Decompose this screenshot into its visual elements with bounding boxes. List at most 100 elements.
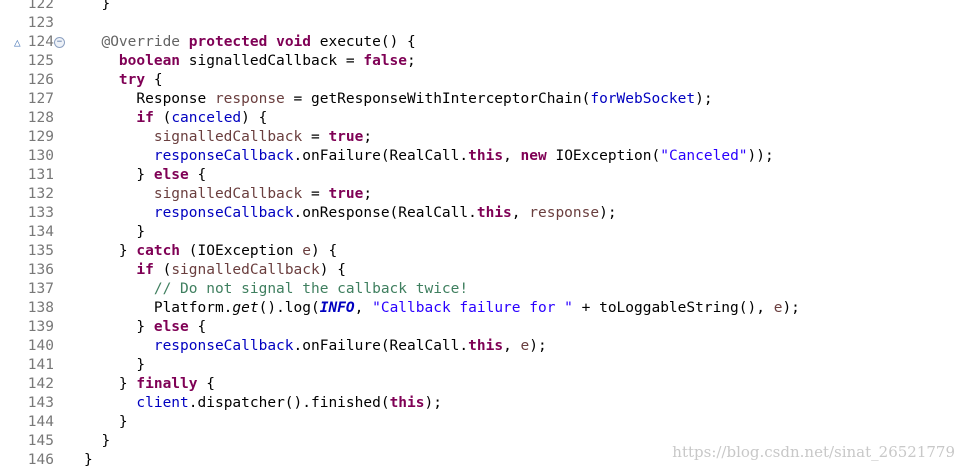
code-line[interactable]: 128 if (canceled) { <box>0 109 967 128</box>
code-token: } <box>84 414 128 430</box>
code-token: finally <box>136 376 198 392</box>
code-line[interactable]: 142 } finally { <box>0 375 967 394</box>
code-token: { <box>188 167 207 183</box>
line-number: 130 <box>27 148 54 164</box>
code-line[interactable]: 144 } <box>0 413 967 432</box>
line-number: 126 <box>27 72 54 88</box>
code-token <box>84 148 154 164</box>
code-token: ; <box>407 53 416 69</box>
code-token: } <box>84 167 154 183</box>
code-line[interactable]: 143 client.dispatcher().finished(this); <box>0 394 967 413</box>
code-token <box>84 34 101 50</box>
code-token: signalledCallback <box>171 262 320 278</box>
code-text: } <box>84 451 93 470</box>
code-line[interactable]: 126 try { <box>0 71 967 90</box>
line-number: 122 <box>27 0 54 12</box>
code-token: if <box>136 262 154 278</box>
code-token <box>84 205 154 221</box>
code-token: ); <box>695 91 713 107</box>
line-number: 128 <box>27 110 54 126</box>
code-line[interactable]: 138 Platform.get().log(INFO, "Callback f… <box>0 299 967 318</box>
code-token: , <box>354 300 373 316</box>
code-token: e <box>773 300 783 316</box>
code-token: boolean <box>118 53 181 69</box>
code-token: Response <box>84 91 215 107</box>
code-text: } <box>84 356 145 375</box>
line-number: 137 <box>27 281 54 297</box>
code-line[interactable]: 131 } else { <box>0 166 967 185</box>
code-line[interactable]: 135 } catch (IOException e) { <box>0 242 967 261</box>
code-token <box>84 395 136 411</box>
code-token <box>84 72 119 88</box>
code-text: } <box>84 0 110 14</box>
code-token: } <box>84 0 111 12</box>
code-text: if (signalledCallback) { <box>84 261 346 280</box>
code-token: } <box>84 243 137 259</box>
code-token: } <box>84 319 154 335</box>
code-token <box>84 129 154 145</box>
code-token: ); <box>599 205 617 221</box>
code-token: ; <box>363 129 373 145</box>
code-token: void <box>276 34 312 50</box>
code-line[interactable]: 134 } <box>0 223 967 242</box>
code-token: , <box>511 205 530 221</box>
fold-collapse-icon[interactable]: − <box>54 37 65 48</box>
code-line[interactable]: 122 } <box>0 0 967 14</box>
code-token: if <box>136 110 154 126</box>
code-token: = getResponseWithInterceptorChain( <box>284 91 591 107</box>
code-token: signalledCallback <box>153 129 303 145</box>
code-token: )); <box>747 148 774 164</box>
line-number: 145 <box>27 433 54 449</box>
code-line[interactable]: 136 if (signalledCallback) { <box>0 261 967 280</box>
line-number: 124 <box>27 34 54 50</box>
code-line[interactable]: 130 responseCallback.onFailure(RealCall.… <box>0 147 967 166</box>
code-token: signalledCallback = <box>180 53 364 69</box>
code-line[interactable]: 141 } <box>0 356 967 375</box>
code-line[interactable]: 127 Response response = getResponseWithI… <box>0 90 967 109</box>
line-number: 142 <box>27 376 54 392</box>
code-text: signalledCallback = true; <box>84 185 372 204</box>
code-token: this <box>468 148 504 164</box>
code-text: } else { <box>84 318 206 337</box>
code-token: responseCallback <box>153 338 294 354</box>
code-line[interactable]: 145 } <box>0 432 967 451</box>
code-token: } <box>84 452 93 468</box>
code-token: (IOException <box>180 243 303 259</box>
line-number: 140 <box>27 338 54 354</box>
code-token: this <box>468 338 504 354</box>
code-line[interactable]: 137 // Do not signal the callback twice! <box>0 280 967 299</box>
code-token: } <box>84 224 146 240</box>
code-token: .onResponse(RealCall. <box>293 205 477 221</box>
code-line[interactable]: 146} <box>0 451 967 470</box>
code-line[interactable]: 133 responseCallback.onResponse(RealCall… <box>0 204 967 223</box>
code-text: } <box>84 413 128 432</box>
line-number: 127 <box>27 91 54 107</box>
code-text: } else { <box>84 166 206 185</box>
line-number: 123 <box>27 15 54 31</box>
code-text: } <box>84 432 110 451</box>
code-token: e <box>302 243 311 259</box>
code-token: "Canceled" <box>660 148 748 164</box>
code-token: ; <box>363 186 373 202</box>
code-text: responseCallback.onResponse(RealCall.thi… <box>84 204 617 223</box>
code-token: Platform. <box>84 300 233 316</box>
code-line[interactable]: 125 boolean signalledCallback = false; <box>0 52 967 71</box>
code-line[interactable]: 123 <box>0 14 967 33</box>
code-text: Platform.get().log(INFO, "Callback failu… <box>84 299 800 318</box>
code-token: else <box>153 319 189 335</box>
line-number: 131 <box>27 167 54 183</box>
code-line[interactable]: 132 signalledCallback = true; <box>0 185 967 204</box>
code-text: boolean signalledCallback = false; <box>84 52 416 71</box>
code-line[interactable]: 140 responseCallback.onFailure(RealCall.… <box>0 337 967 356</box>
code-text: // Do not signal the callback twice! <box>84 280 468 299</box>
code-token: = <box>302 129 329 145</box>
code-line[interactable]: 129 signalledCallback = true; <box>0 128 967 147</box>
code-line[interactable]: 139 } else { <box>0 318 967 337</box>
code-line[interactable]: 124△− @Override protected void execute()… <box>0 33 967 52</box>
code-token <box>84 338 154 354</box>
code-token: canceled <box>171 110 242 126</box>
override-marker-icon[interactable]: △ <box>14 36 21 49</box>
code-token: { <box>145 72 163 88</box>
line-number: 133 <box>27 205 54 221</box>
